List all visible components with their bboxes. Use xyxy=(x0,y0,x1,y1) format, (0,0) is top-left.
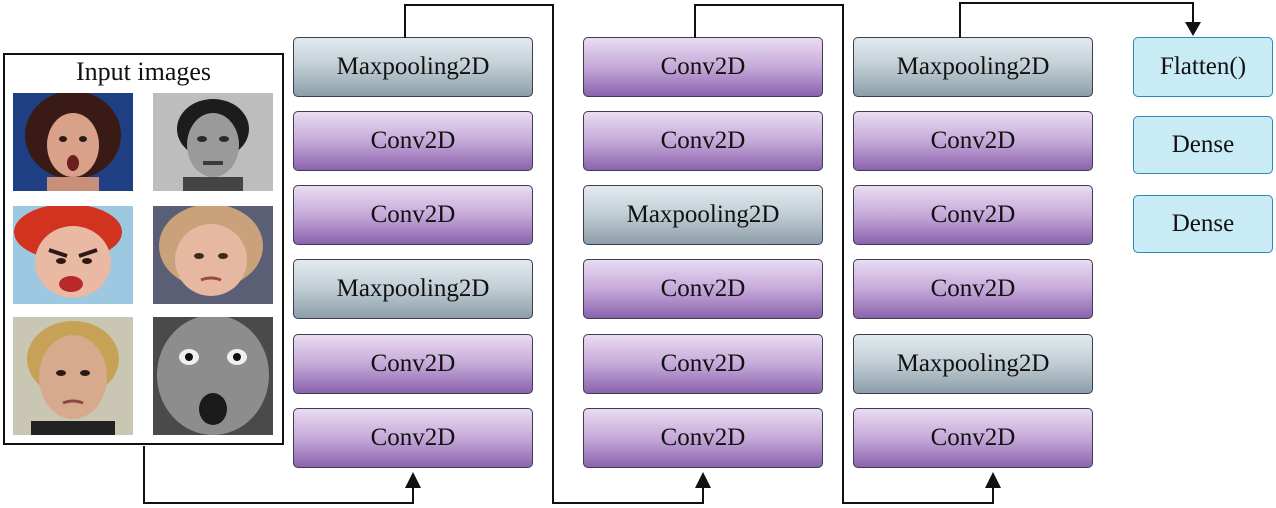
connector-column-3-to-flatten xyxy=(959,2,1194,38)
conv2d-layer-col1-row5: Conv2D xyxy=(293,334,533,394)
face-image-neutral-grayscale xyxy=(153,93,273,191)
connector-column-2-to-column-3 xyxy=(694,4,994,504)
input-images-title: Input images xyxy=(75,57,212,86)
face-image-child xyxy=(153,206,273,304)
maxpooling2d-layer-col3-row5: Maxpooling2D xyxy=(853,334,1093,394)
face-image-fearful xyxy=(13,317,133,435)
arrowhead-column-2 xyxy=(695,472,711,488)
arrowhead-column-1 xyxy=(405,472,421,488)
dense-layer-1: Dense xyxy=(1133,116,1273,174)
conv2d-layer-col2-row2: Conv2D xyxy=(583,111,823,171)
conv2d-layer-col2-row4: Conv2D xyxy=(583,259,823,319)
connector-input-to-column-1 xyxy=(143,446,414,504)
conv2d-layer-col1-row2: Conv2D xyxy=(293,111,533,171)
face-image-angry xyxy=(13,206,133,304)
flatten-layer: Flatten() xyxy=(1133,37,1273,97)
input-images-panel: Input images xyxy=(3,53,284,445)
conv2d-layer-col3-row4: Conv2D xyxy=(853,259,1093,319)
maxpooling2d-layer-col1-row4: Maxpooling2D xyxy=(293,259,533,319)
conv2d-layer-col1-row3: Conv2D xyxy=(293,185,533,245)
conv2d-layer-col3-row6: Conv2D xyxy=(853,408,1093,468)
connector-column-1-to-column-2 xyxy=(404,4,704,504)
face-image-surprised-1 xyxy=(13,93,133,191)
conv2d-layer-col3-row3: Conv2D xyxy=(853,185,1093,245)
conv2d-layer-col2-row6: Conv2D xyxy=(583,408,823,468)
maxpooling2d-layer-col1-row1: Maxpooling2D xyxy=(293,37,533,97)
dense-layer-2: Dense xyxy=(1133,195,1273,253)
conv2d-layer-col1-row6: Conv2D xyxy=(293,408,533,468)
maxpooling2d-layer-col3-row1: Maxpooling2D xyxy=(853,37,1093,97)
maxpooling2d-layer-col2-row3: Maxpooling2D xyxy=(583,185,823,245)
face-image-surprised-2 xyxy=(153,317,273,435)
arrowhead-column-3 xyxy=(985,472,1001,488)
conv2d-layer-col2-row5: Conv2D xyxy=(583,334,823,394)
arrowhead-flatten xyxy=(1185,22,1201,36)
conv2d-layer-col3-row2: Conv2D xyxy=(853,111,1093,171)
conv2d-layer-col2-row1: Conv2D xyxy=(583,37,823,97)
